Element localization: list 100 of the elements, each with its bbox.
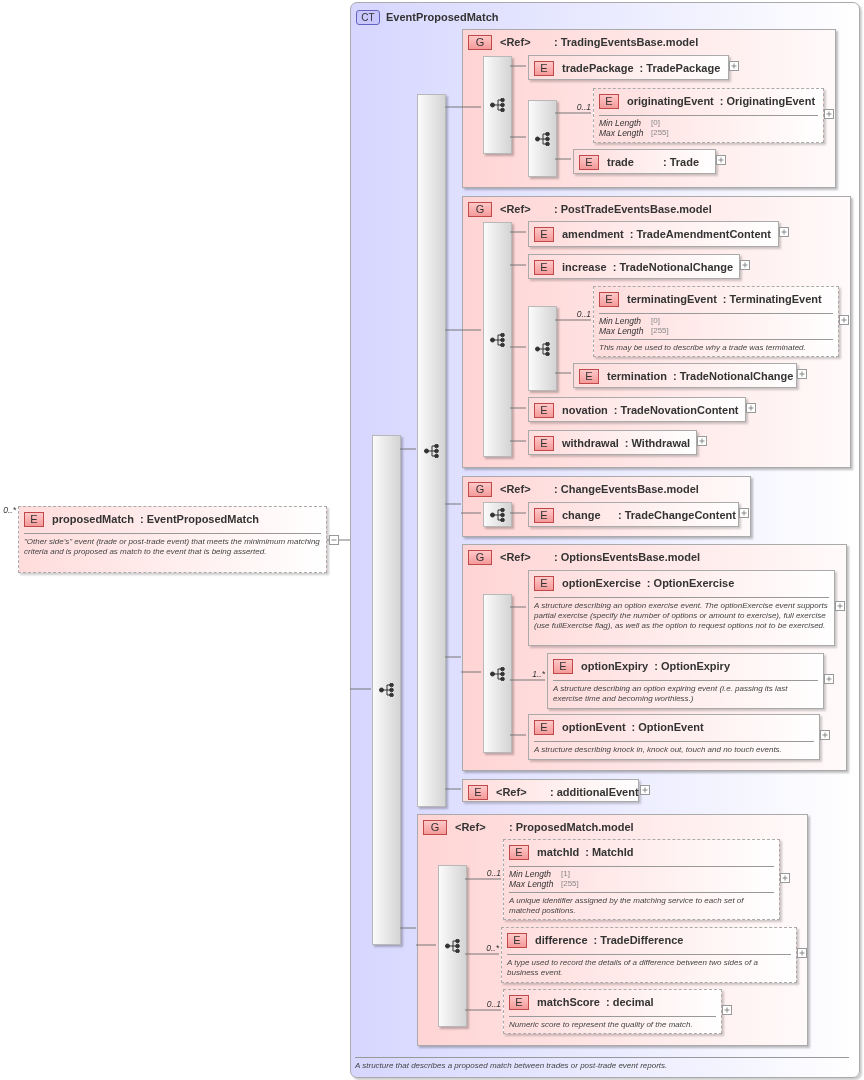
element-badge: E: [534, 436, 554, 451]
element-badge: E: [599, 94, 619, 109]
element-box: [462, 779, 639, 802]
type-name: : additionalEvent: [550, 785, 639, 801]
type-name: : OriginatingEvent: [719, 94, 816, 110]
ref-label: <Ref>: [500, 482, 532, 498]
element-box: [573, 363, 797, 388]
element-name: difference: [535, 933, 588, 949]
element-badge: E: [534, 508, 554, 523]
type-name: : TradeNotionalChange: [612, 260, 734, 276]
element-box: [503, 989, 722, 1034]
element-name: tradePackage: [562, 61, 634, 77]
element-box: [528, 502, 739, 527]
description: A structure describing knock in, knock out, touch and no touch events.: [534, 745, 783, 755]
type-name: : decimal: [606, 995, 654, 1011]
element-badge: E: [509, 995, 529, 1010]
element-box: [528, 430, 697, 455]
connector-line: [509, 264, 527, 266]
element-name: increase: [562, 260, 607, 276]
connector-line: [509, 606, 527, 608]
connector-line: [415, 944, 437, 946]
connector-line: [509, 231, 527, 233]
type-name: : TradeDifference: [593, 933, 684, 949]
group-box: [462, 196, 851, 468]
group-box: [417, 814, 808, 1046]
element-badge: E: [509, 845, 529, 860]
connector-line: [460, 329, 482, 331]
connector-line: [509, 407, 527, 409]
ref-label: <Ref>: [455, 820, 487, 836]
facet-label: Min Length: [509, 869, 553, 879]
sequence-bar: [483, 56, 512, 154]
element-name: trade: [607, 155, 635, 171]
type-name: : OptionsEventsBase.model: [554, 550, 701, 566]
connector-line: [554, 112, 592, 114]
ref-label: <Ref>: [500, 202, 532, 218]
element-box: [547, 653, 824, 709]
group-box: [462, 29, 836, 188]
element-name: proposedMatch: [52, 512, 134, 528]
element-box: [528, 570, 835, 646]
description: A type used to record the details of a difference between two sides of a business event.: [507, 958, 759, 978]
complex-type-badge: CT: [356, 9, 380, 25]
connector-line: [460, 106, 482, 108]
connector-line: [464, 1009, 502, 1011]
element-badge: E: [468, 785, 488, 800]
element-box: [528, 714, 820, 760]
complex-type-box: [350, 2, 860, 1078]
element-badge: E: [24, 512, 44, 527]
description: "Other side's" event (trade or post-trade event) that meets the minimimum matching criteria and is proposed as match to the event that is being asserted.: [24, 537, 321, 557]
element-badge: E: [579, 155, 599, 170]
facet-value: [255]: [651, 326, 669, 336]
sequence-bar: [528, 100, 557, 177]
element-name: matchId: [537, 845, 580, 861]
element-name: termination: [607, 369, 667, 385]
description: A structure describing an option expiring event (i.e. passing its last exercise time and becoming worthless.): [553, 684, 789, 704]
ref-label: <Ref>: [500, 35, 532, 51]
cardinality-label: 0..1: [575, 101, 591, 114]
group-badge: G: [468, 35, 492, 50]
facet-value: [0]: [651, 118, 660, 128]
type-name: : OptionExercise: [646, 576, 735, 592]
group-badge: G: [468, 482, 492, 497]
connector-line: [444, 503, 462, 505]
type-name: : TradeChangeContent: [618, 508, 736, 524]
facet-value: [255]: [561, 879, 579, 889]
element-badge: E: [534, 227, 554, 242]
element-badge: E: [534, 403, 554, 418]
element-name: originatingEvent: [627, 94, 714, 110]
connector-line: [509, 734, 527, 736]
element-name: terminatingEvent: [627, 292, 717, 308]
connector-line: [464, 953, 500, 955]
element-badge: E: [579, 369, 599, 384]
connector-line: [509, 512, 527, 514]
element-box: [503, 839, 780, 920]
connector-line: [509, 136, 527, 138]
connector-line: [509, 440, 527, 442]
facet-label: Max Length: [599, 326, 645, 336]
facet-value: [0]: [651, 316, 660, 326]
type-name: : OptionEvent: [631, 720, 704, 736]
element-box: [593, 88, 824, 143]
element-badge: E: [507, 933, 527, 948]
element-badge: E: [534, 576, 554, 591]
connector-line: [444, 106, 462, 108]
facet-label: Max Length: [599, 128, 645, 138]
ref-label: <Ref>: [500, 550, 532, 566]
element-badge: E: [534, 720, 554, 735]
cardinality-label: 0..*: [2, 504, 16, 517]
connector-line: [554, 319, 592, 321]
element-name: optionExercise: [562, 576, 641, 592]
type-name: : TerminatingEvent: [722, 292, 822, 308]
element-badge: E: [553, 659, 573, 674]
element-name: <Ref>: [496, 785, 528, 801]
connector-line: [444, 329, 462, 331]
cardinality-label: 0..1: [485, 867, 501, 880]
facet-label: Max Length: [509, 879, 555, 889]
element-name: optionExpiry: [581, 659, 649, 675]
element-name: amendment: [562, 227, 624, 243]
element-box: [501, 927, 797, 983]
element-name: change: [562, 508, 602, 524]
connector-line: [399, 927, 417, 929]
description: A unique identifier assigned by the matching service to each set of matched positions.: [509, 896, 745, 916]
element-name: novation: [562, 403, 608, 419]
